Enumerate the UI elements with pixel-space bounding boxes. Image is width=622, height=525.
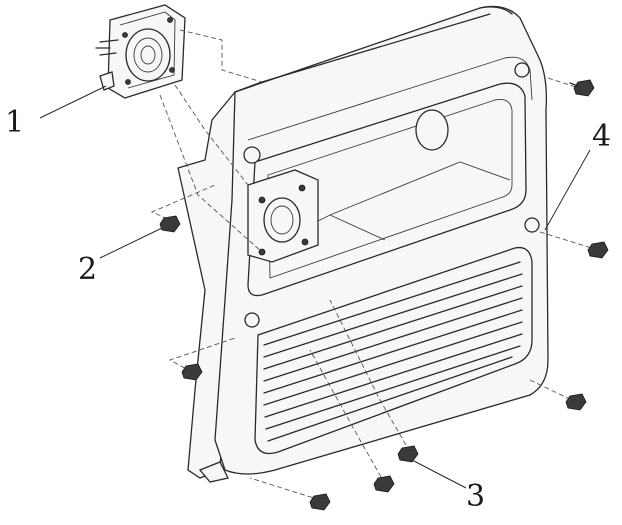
screw-top-right <box>569 79 595 97</box>
opening-round-hole <box>415 109 449 151</box>
screw-bottom-right <box>397 445 419 463</box>
boss-mid-left <box>244 312 260 328</box>
screw-left-upper <box>159 215 181 233</box>
boss-top-right <box>514 62 530 78</box>
screw-left-lower <box>181 363 203 381</box>
boss-top-left <box>243 146 261 164</box>
panel-top-bevel <box>247 56 533 141</box>
louver-slats <box>263 261 523 442</box>
leader-3 <box>411 459 467 489</box>
terminal-mount-hole <box>263 197 301 243</box>
callout-3: 3 <box>466 479 486 514</box>
part-1-socket-bracket <box>95 4 186 99</box>
leader-2 <box>99 227 163 259</box>
screw-mid-right <box>587 241 609 259</box>
mount-screw-hole-b <box>298 184 306 192</box>
upper-opening-inner <box>267 99 513 279</box>
panel-top-edge <box>234 6 513 93</box>
screw-bottom-left <box>309 493 331 511</box>
screw-bottom-mid <box>373 475 395 493</box>
callout-1: 1 <box>5 105 25 140</box>
leader-4 <box>544 149 591 231</box>
screw-low-right <box>565 393 587 411</box>
louver-grille-frame <box>254 246 533 455</box>
leader-1 <box>39 85 107 119</box>
callout-2: 2 <box>78 252 98 287</box>
mount-screw-hole-a <box>258 196 266 204</box>
boss-mid-right <box>524 217 540 233</box>
panel-foot <box>198 461 229 483</box>
callout-4: 4 <box>592 119 612 154</box>
terminal-mount-ring <box>270 205 294 235</box>
mount-screw-hole-d <box>301 238 309 246</box>
